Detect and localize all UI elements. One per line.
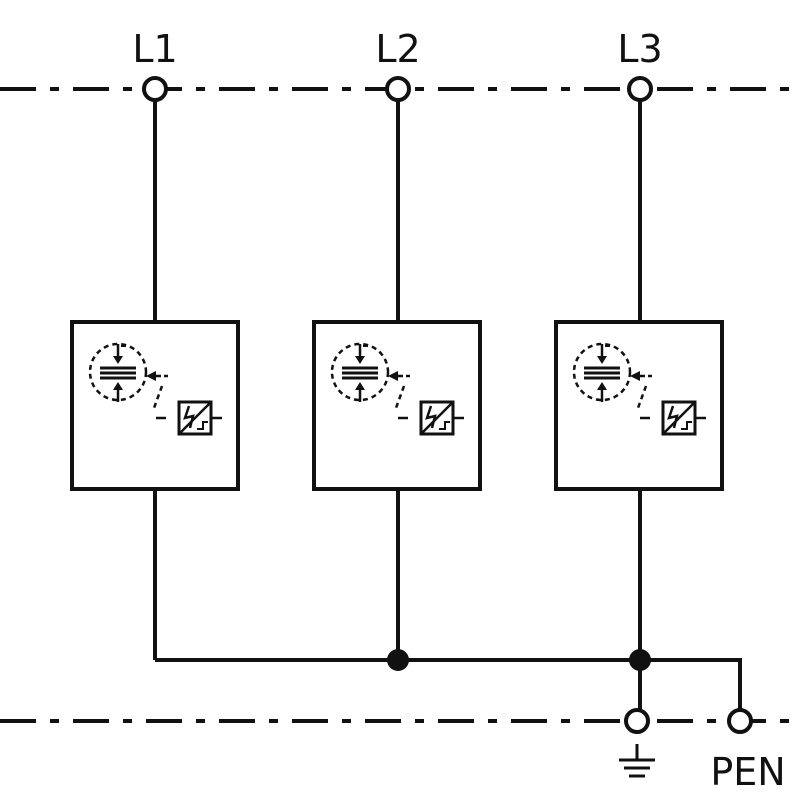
- terminal-pen: [727, 708, 753, 734]
- spd-module-l2: [312, 320, 482, 491]
- earth-ground-icon: [619, 744, 655, 778]
- common-return-wire: [155, 658, 742, 709]
- spd-module-l3: [554, 320, 724, 491]
- terminal-earth: [624, 708, 650, 734]
- terminal-l2: [385, 76, 411, 102]
- spd-module-l1: [70, 320, 240, 491]
- terminal-l3: [627, 76, 653, 102]
- phase-label-l3: L3: [617, 27, 662, 71]
- spark-gap-disconnector-icon: [330, 342, 410, 409]
- spark-gap-disconnector-icon: [88, 342, 168, 409]
- junction-dot-l2: [387, 649, 409, 671]
- junction-dot-l3: [629, 649, 651, 671]
- pen-label: PEN: [710, 750, 785, 794]
- phase-label-l1: L1: [132, 27, 177, 71]
- terminal-l1: [142, 76, 168, 102]
- thermal-disconnect-icon: [398, 400, 464, 436]
- thermal-disconnect-icon: [156, 400, 222, 436]
- phase-label-l2: L2: [375, 27, 420, 71]
- thermal-disconnect-icon: [640, 400, 706, 436]
- spark-gap-disconnector-icon: [572, 342, 652, 409]
